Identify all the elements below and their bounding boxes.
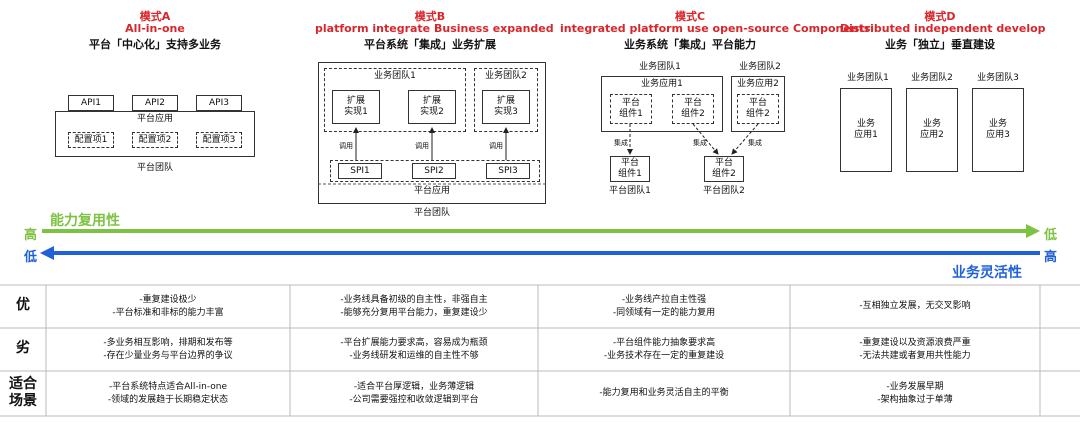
ext-impl3-box: 扩展 实现3 [482,90,530,124]
biz-team2-label-d: 业务团队2 [911,73,953,83]
row-header-scenario: 适合 场景 [9,376,37,409]
biz-app1-box-d: 业务 应用1 [840,88,892,172]
comp2-in-app2: 平台 组件2 [737,94,779,124]
mode-c-subtitle: integrated platform use open-source Comp… [560,22,871,35]
platform-team-b: 平台团队 [413,208,450,218]
config3-box: 配置项3 [196,132,242,148]
cell-scenario-b: -适合平台厚逻辑，业务薄逻辑 -公司需要强控和收敛逻辑到平台 [349,381,479,405]
spi2-box: SPI2 [412,163,456,179]
cell-scenario-c: -能力复用和业务灵活自主的平衡 [599,388,729,398]
flex-low-label: 低 [24,250,38,265]
mode-b-title: 模式B [414,10,446,23]
call-label-1: 调用 [339,142,353,150]
mode-c-title: 模式C [674,10,706,23]
cell-cons-d: -重复建设以及资源浪费严重 -无法共建或者复用共性能力 [859,337,971,361]
reuse-axis-arrowhead [1026,224,1040,238]
reuse-high-label: 高 [24,228,38,243]
platform-app-label-b: 平台应用 [413,186,450,196]
flex-axis-label: 业务灵活性 [952,265,1022,281]
integrate-label-3: 集成 [748,139,762,147]
mode-a-title: 模式A [139,10,171,23]
biz-app2-box-c [731,76,785,132]
comp2-in-app1: 平台 组件2 [672,94,714,124]
platform-team-a: 平台团队 [136,163,173,173]
ext-impl1-box: 扩展 实现1 [332,90,380,124]
cell-pros-d: -互相独立发展，无交叉影响 [859,301,971,311]
mode-b-desc: 平台系统「集成」业务扩展 [364,38,496,51]
row-header-pros: 优 [16,297,30,313]
biz-team3-label-d: 业务团队3 [977,73,1019,83]
call-label-3: 调用 [489,142,503,150]
biz-app2-box-d: 业务 应用2 [906,88,958,172]
mode-d-subtitle: Distributed independent develop [840,22,1046,35]
ext-impl2-box: 扩展 实现2 [408,90,456,124]
spi3-box: SPI3 [486,163,530,179]
platform-team1-c: 平台团队1 [609,186,651,196]
reuse-low-label: 低 [1044,228,1058,243]
api2-box: API2 [132,95,178,111]
platform-app-label-a: 平台应用 [136,114,173,124]
cell-scenario-d: -业务发展早期 -架构抽象过于单薄 [877,381,953,405]
mode-d-title: 模式D [924,10,956,23]
flex-axis-arrowhead [40,246,54,260]
biz-app1-label-c: 业务应用1 [641,79,683,89]
biz-team1-box-b [324,68,466,132]
integrate-label-2: 集成 [693,139,707,147]
platform-comp2-box: 平台 组件2 [704,156,744,182]
platform-app-box-a [55,111,255,157]
biz-app1-box-c [601,76,723,132]
cell-cons-c: -平台组件能力抽象要求高 -业务技术存在一定的重复建设 [603,337,725,361]
api1-box: API1 [68,95,114,111]
mode-a-desc: 平台「中心化」支持多业务 [89,38,221,51]
platform-comp1-box: 平台 组件1 [610,156,650,182]
cell-pros-c: -业务线产拉自主性强 -同领域有一定的能力复用 [612,294,716,318]
config1-box: 配置项1 [68,132,114,148]
comp1-in-app1: 平台 组件1 [610,94,652,124]
cell-pros-b: -业务线具备初级的自主性，非强自主 -能够充分复用平台能力，重复建设少 [340,294,488,318]
biz-team1-label-b: 业务团队1 [374,71,416,81]
platform-team2-c: 平台团队2 [703,186,745,196]
spi1-box: SPI1 [338,163,382,179]
reuse-axis-label: 能力复用性 [50,213,120,229]
mode-a-subtitle: All-in-one [125,22,185,35]
api3-box: API3 [196,95,242,111]
flex-high-label: 高 [1044,250,1058,265]
mode-d-desc: 业务「独立」垂直建设 [885,38,995,51]
biz-team1-label-c: 业务团队1 [639,62,681,72]
cell-cons-b: -平台扩展能力要求高，容易成为瓶颈 -业务线研发和运维的自主性不够 [340,337,488,361]
mode-b-subtitle: platform integrate Business expanded [315,22,554,35]
spi-row-box [330,160,540,182]
biz-team2-label-b: 业务团队2 [485,71,527,81]
biz-team1-label-d: 业务团队1 [847,73,889,83]
cell-scenario-a: -平台系统特点适合All-in-one -领域的发展趋于长期稳定状态 [107,381,229,405]
mode-c-desc: 业务系统「集成」平台能力 [624,38,756,51]
cell-cons-a: -多业务相互影响，排期和发布等 -存在少量业务与平台边界的争议 [103,337,233,361]
integrate-label-1: 集成 [614,139,628,147]
cell-pros-a: -重复建设极少 -平台标准和非标的能力丰富 [112,294,224,318]
biz-team2-label-c: 业务团队2 [739,62,781,72]
biz-app2-label-c: 业务应用2 [737,79,779,89]
config2-box: 配置项2 [132,132,178,148]
biz-app3-box-d: 业务 应用3 [972,88,1024,172]
row-header-cons: 劣 [16,340,30,356]
call-label-2: 调用 [415,142,429,150]
